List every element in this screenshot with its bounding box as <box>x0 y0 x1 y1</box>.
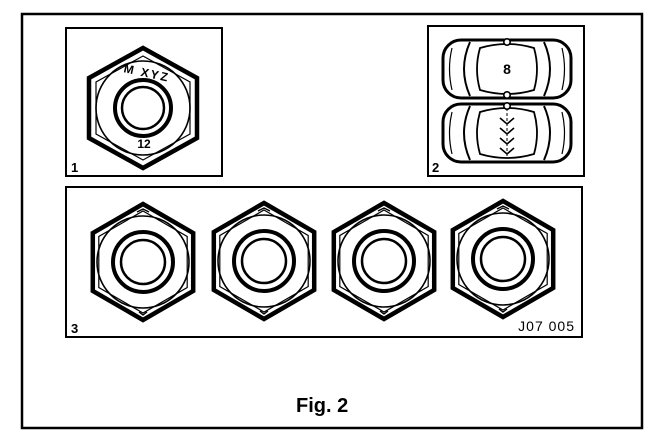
panel-2-nut-bottom <box>441 102 573 164</box>
panel-3-hex-nut-4-chamfer-circle <box>456 212 550 306</box>
panel-3-hex-nut-4-bore-outer <box>471 227 535 291</box>
panel-1-frame <box>65 27 223 177</box>
panel-3-hex-nut-4-outline <box>450 198 556 320</box>
panel-3-hex-nut-1-marking-ticks <box>136 208 150 316</box>
panel-3-hex-nut-4-bore-inner <box>479 235 527 283</box>
panel-2-nut-bottom-left-flat <box>463 105 471 161</box>
panel-3-hex-nut-1-chamfer-circle <box>96 215 190 309</box>
panel-2-nut-bottom-right-flat <box>543 105 551 161</box>
panel-3-hex-nut-2-chamfer-circle <box>217 214 311 308</box>
panel-2-nut-top-left-flat-inner <box>448 47 453 91</box>
panel-3-hex-nut-1-bore-outer <box>111 230 175 294</box>
panel-1-hex-nut-outline <box>86 45 200 171</box>
panel-3-hex-nut-1-inner-edge <box>98 210 188 314</box>
panel-3-hex-nut-1 <box>90 201 196 323</box>
panel-3-hex-nut-4-marking-ticks <box>496 205 510 313</box>
panel-3-hex-nut-2 <box>211 200 317 322</box>
panel-1: M XYZ 12 1 <box>65 27 223 177</box>
panel-3-hex-nut-4 <box>450 198 556 320</box>
outer-frame <box>20 12 644 430</box>
panel-2-frame <box>427 25 585 177</box>
panel-3-hex-nut-1-outline <box>90 201 196 323</box>
panel-3-hex-nut-2-inner-edge <box>219 209 309 313</box>
panel-3: 3 J07 005 <box>65 186 583 338</box>
figure-caption: Fig. 2 <box>296 395 348 417</box>
panel-2-number: 2 <box>432 160 439 175</box>
panel-2-nut-top-right-flat <box>543 41 551 97</box>
panel-1-marking-bottom: 12 <box>137 137 151 151</box>
panel-3-hex-nut-2-outline <box>211 200 317 322</box>
panel-2-nut-top: 8 <box>441 37 573 100</box>
panel-3-frame <box>65 186 583 338</box>
panel-3-hex-nut-2-bore-inner <box>240 237 288 285</box>
panel-2-nut-top-marking: 8 <box>503 61 511 77</box>
panel-2-nut-top-left-flat <box>463 41 471 97</box>
panel-2-nut-bottom-dot-upper <box>502 102 511 111</box>
panel-3-nut-row <box>90 198 556 323</box>
panel-2-nut-top-right-flat-inner <box>561 47 566 91</box>
panel-2-nut-top-dot-lower <box>502 91 511 100</box>
panel-1-chamfer-circle <box>95 60 191 156</box>
panel-2: 8 2 <box>427 25 585 177</box>
panel-3-hex-nut-3-chamfer-circle <box>337 214 431 308</box>
panel-3-hex-nut-4-inner-edge <box>458 207 548 311</box>
panel-2-nut-bottom-left-flat-inner <box>448 111 453 155</box>
panel-3-hex-nut-3-marking-ticks <box>377 207 391 315</box>
panel-3-hex-nut-3-bore-outer <box>352 229 416 293</box>
panel-3-hex-nut-3-outline <box>331 200 437 322</box>
panel-3-reference: J07 005 <box>518 318 575 334</box>
panel-3-number: 3 <box>71 321 78 336</box>
panel-3-hex-nut-2-bore-outer <box>232 229 296 293</box>
panel-1-hex-nut-inner-edge <box>95 55 191 161</box>
panel-2-nut-bottom-center-face <box>476 107 538 159</box>
panel-1-number: 1 <box>71 160 78 175</box>
panel-2-nut-bottom-notches <box>499 117 515 156</box>
panel-1-bore-inner <box>120 85 166 131</box>
panel-2-nut-bottom-right-flat-inner <box>561 111 566 155</box>
panel-2-nut-top-dot-upper <box>502 37 511 46</box>
panel-3-hex-nut-3-bore-inner <box>360 237 408 285</box>
panel-1-bore-outer <box>113 78 173 138</box>
panel-3-hex-nut-2-marking-ticks <box>257 207 271 315</box>
panel-2-nut-top-center-face <box>476 43 538 95</box>
panel-3-hex-nut-3 <box>331 200 437 322</box>
panel-3-hex-nut-1-bore-inner <box>119 238 167 286</box>
panel-3-hex-nut-3-inner-edge <box>339 209 429 313</box>
